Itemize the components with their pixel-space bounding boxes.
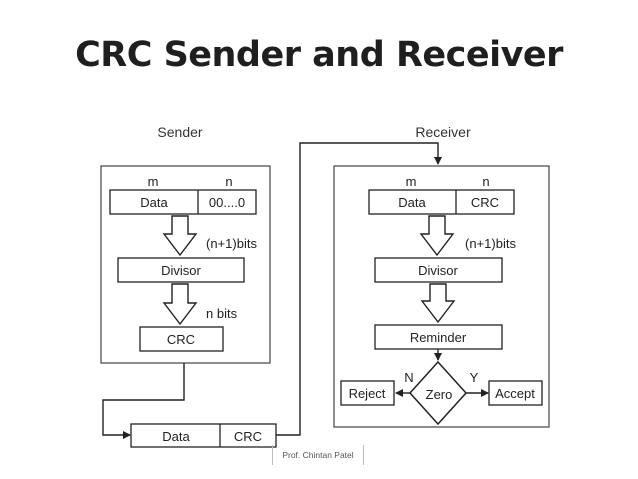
sender-hollow-arrow-2 <box>162 283 198 326</box>
sender-crc-box <box>139 326 224 352</box>
receiver-panel <box>333 165 550 428</box>
receiver-n1bits-label: (n+1)bits <box>465 236 516 251</box>
receiver-hollow-arrow-2 <box>420 283 456 324</box>
sender-hollow-arrow-1 <box>162 215 198 257</box>
sender-n1bits-label: (n+1)bits <box>206 236 257 251</box>
receiver-reminder-label: Reminder <box>410 330 467 345</box>
zero-decision-label: Zero <box>426 387 453 402</box>
zero-decision-diamond <box>408 360 468 426</box>
receiver-reminder-box <box>374 324 503 350</box>
receiver-hollow-arrow-1 <box>419 215 455 257</box>
sender-zeros-label: 00....0 <box>209 195 245 210</box>
receiver-crc-label: CRC <box>471 195 499 210</box>
decision-yes-label: Y <box>470 370 479 385</box>
sender-data-label: Data <box>140 195 168 210</box>
sender-panel <box>100 165 271 364</box>
sender-divisor-box <box>117 257 245 283</box>
receiver-divisor-box <box>374 257 503 283</box>
receiver-data-label: Data <box>398 195 426 210</box>
frame-to-receiver-connector <box>276 142 442 436</box>
sender-to-frame-connector <box>102 363 185 439</box>
receiver-data-box <box>368 189 515 215</box>
sender-label-m: m <box>148 174 159 189</box>
sender-nbits-label: n bits <box>206 306 238 321</box>
sender-crc-label: CRC <box>167 332 195 347</box>
receiver-heading: Receiver <box>415 124 471 140</box>
reject-label: Reject <box>349 386 386 401</box>
accept-box <box>488 380 543 406</box>
footer-credit: Prof. Chintan Patel <box>272 445 364 465</box>
sender-label-n: n <box>225 174 232 189</box>
receiver-divisor-label: Divisor <box>418 263 458 278</box>
receiver-label-m: m <box>406 174 417 189</box>
decision-no-label: N <box>404 370 413 385</box>
frame-crc-label: CRC <box>234 429 262 444</box>
sender-heading: Sender <box>157 124 202 140</box>
accept-label: Accept <box>495 386 535 401</box>
sender-divisor-label: Divisor <box>161 263 201 278</box>
reject-box <box>340 380 395 406</box>
slide-title: CRC Sender and Receiver <box>75 35 563 75</box>
sender-data-box <box>109 189 257 215</box>
receiver-label-n: n <box>482 174 489 189</box>
frame-data-label: Data <box>162 429 190 444</box>
